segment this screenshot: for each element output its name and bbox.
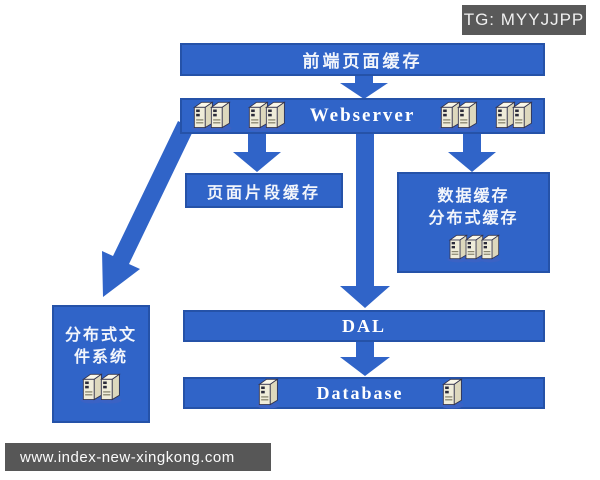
dfs-servers (79, 372, 123, 404)
server-icon (509, 100, 535, 132)
webserver-right-servers (437, 100, 535, 132)
server-icon (478, 233, 502, 263)
database-bar: Database (183, 377, 545, 409)
data-cache-servers (446, 233, 502, 263)
server-icon (262, 100, 288, 132)
webserver-label: Webserver (309, 105, 416, 126)
dal-label: DAL (341, 315, 386, 336)
data-cache-label-line1: 数据缓存 (437, 188, 510, 205)
arrow-webserver-to-dal (340, 133, 390, 308)
dfs-label-line2: 件系统 (73, 348, 128, 366)
server-icon (439, 377, 465, 409)
arrow-dal-to-database (340, 341, 390, 376)
arrow-frontcache-to-webserver (340, 74, 388, 99)
arrow-webserver-to-fragmentcache (233, 133, 281, 172)
front-page-cache-box: 前端页面缓存 (180, 43, 545, 76)
distributed-file-system-box: 分布式文 件系统 (52, 305, 150, 423)
dal-bar: DAL (183, 310, 545, 342)
front-page-cache-label: 前端页面缓存 (302, 52, 423, 71)
page-fragment-cache-label: 页面片段缓存 (206, 184, 321, 202)
page-fragment-cache-box: 页面片段缓存 (185, 173, 343, 208)
watermark-url: www.index-new-xingkong.com (5, 443, 271, 471)
server-pair (190, 100, 233, 132)
server-icon (255, 377, 281, 409)
server-pair (245, 100, 288, 132)
server-icon (97, 372, 123, 404)
server-pair (437, 100, 480, 132)
server-icon (454, 100, 480, 132)
arrow-webserver-to-dfs (102, 121, 194, 297)
database-label: Database (316, 382, 404, 403)
tg-badge: TG: MYYJJPP (462, 5, 586, 35)
data-cache-box: 数据缓存 分布式缓存 (397, 172, 550, 273)
arrow-webserver-to-datacache (448, 133, 496, 172)
webserver-left-servers (190, 100, 288, 132)
server-icon (207, 100, 233, 132)
server-pair (492, 100, 535, 132)
data-cache-label-line2: 分布式缓存 (428, 210, 519, 227)
webserver-bar: Webserver (180, 98, 545, 134)
dfs-label-line1: 分布式文 (64, 326, 137, 344)
